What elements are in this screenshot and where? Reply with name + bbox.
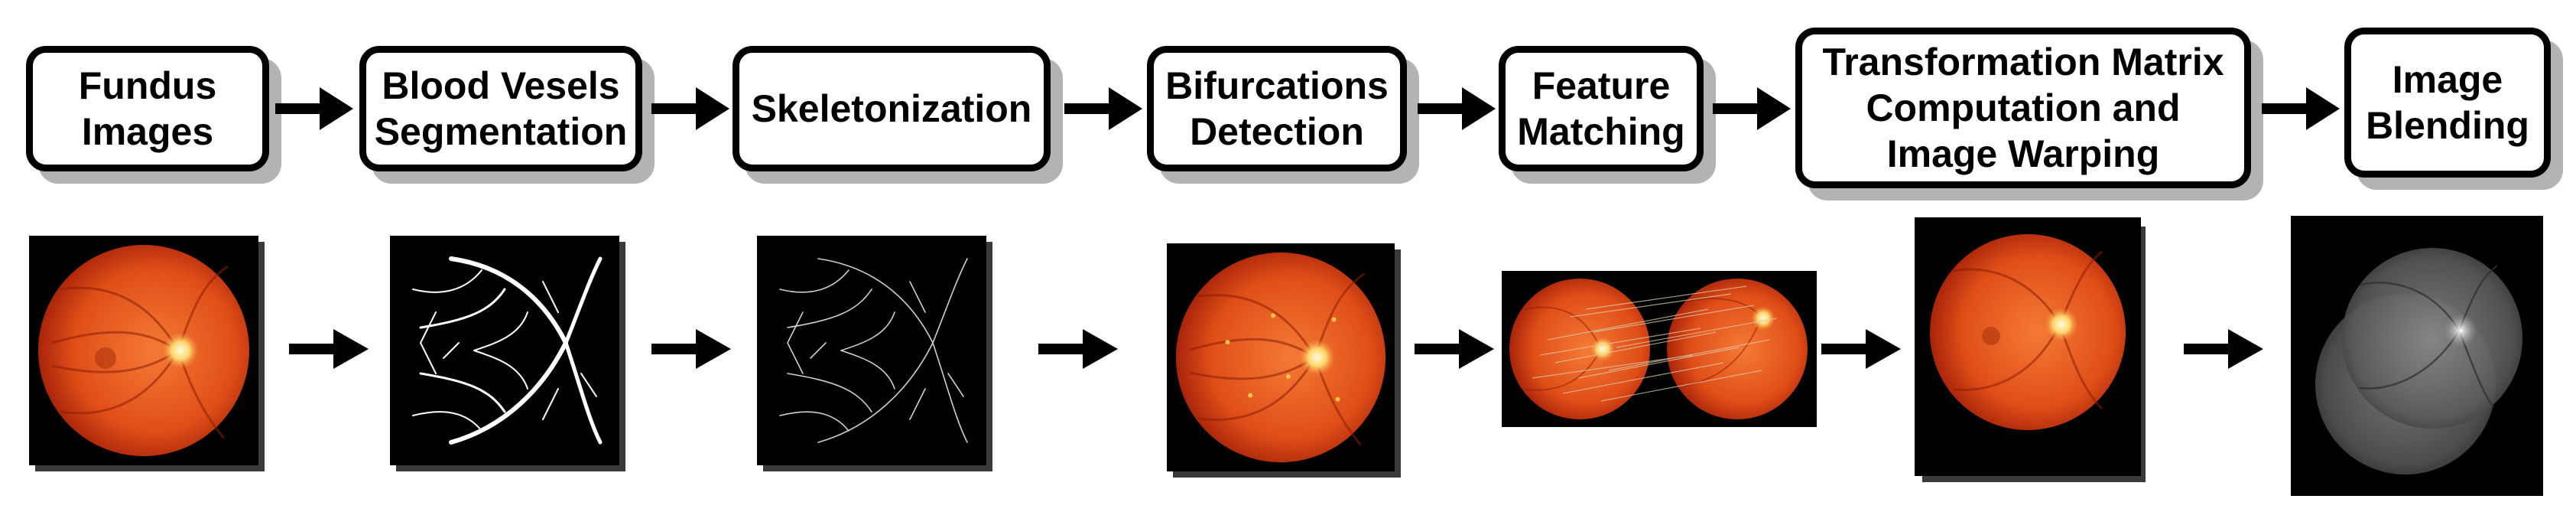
step-bifurcations-detection: Bifurcations Detection: [1147, 46, 1407, 171]
blended-image: [2291, 216, 2543, 496]
step-fundus-images: Fundus Images: [26, 46, 269, 171]
feature-matching-image: [1502, 271, 1817, 427]
fundus-image: [29, 236, 258, 465]
arrow-right-icon: [2262, 87, 2340, 130]
arrow-right-icon: [651, 87, 729, 130]
arrow-right-icon: [651, 329, 731, 369]
arrow-right-icon: [1418, 87, 1496, 130]
step-blood-vessels-segmentation: Blood Vesels Segmentation: [359, 46, 642, 171]
arrow-right-icon: [1713, 87, 1791, 130]
arrow-right-icon: [2184, 329, 2263, 369]
step-transformation-matrix: Transformation Matrix Computation and Im…: [1795, 28, 2251, 188]
bifurcation-image: [1167, 243, 1395, 471]
arrow-right-icon: [289, 329, 369, 369]
arrow-right-icon: [1821, 329, 1901, 369]
arrow-right-icon: [1038, 329, 1118, 369]
arrow-right-icon: [275, 87, 353, 130]
skeleton-image: [757, 236, 986, 465]
warped-image: [1915, 217, 2141, 476]
step-image-blending: Image Blending: [2344, 28, 2551, 178]
step-feature-matching: Feature Matching: [1499, 46, 1704, 171]
arrow-right-icon: [1415, 329, 1494, 369]
step-skeletonization: Skeletonization: [733, 46, 1051, 171]
vessel-segmentation-image: [390, 236, 619, 465]
arrow-right-icon: [1064, 87, 1142, 130]
